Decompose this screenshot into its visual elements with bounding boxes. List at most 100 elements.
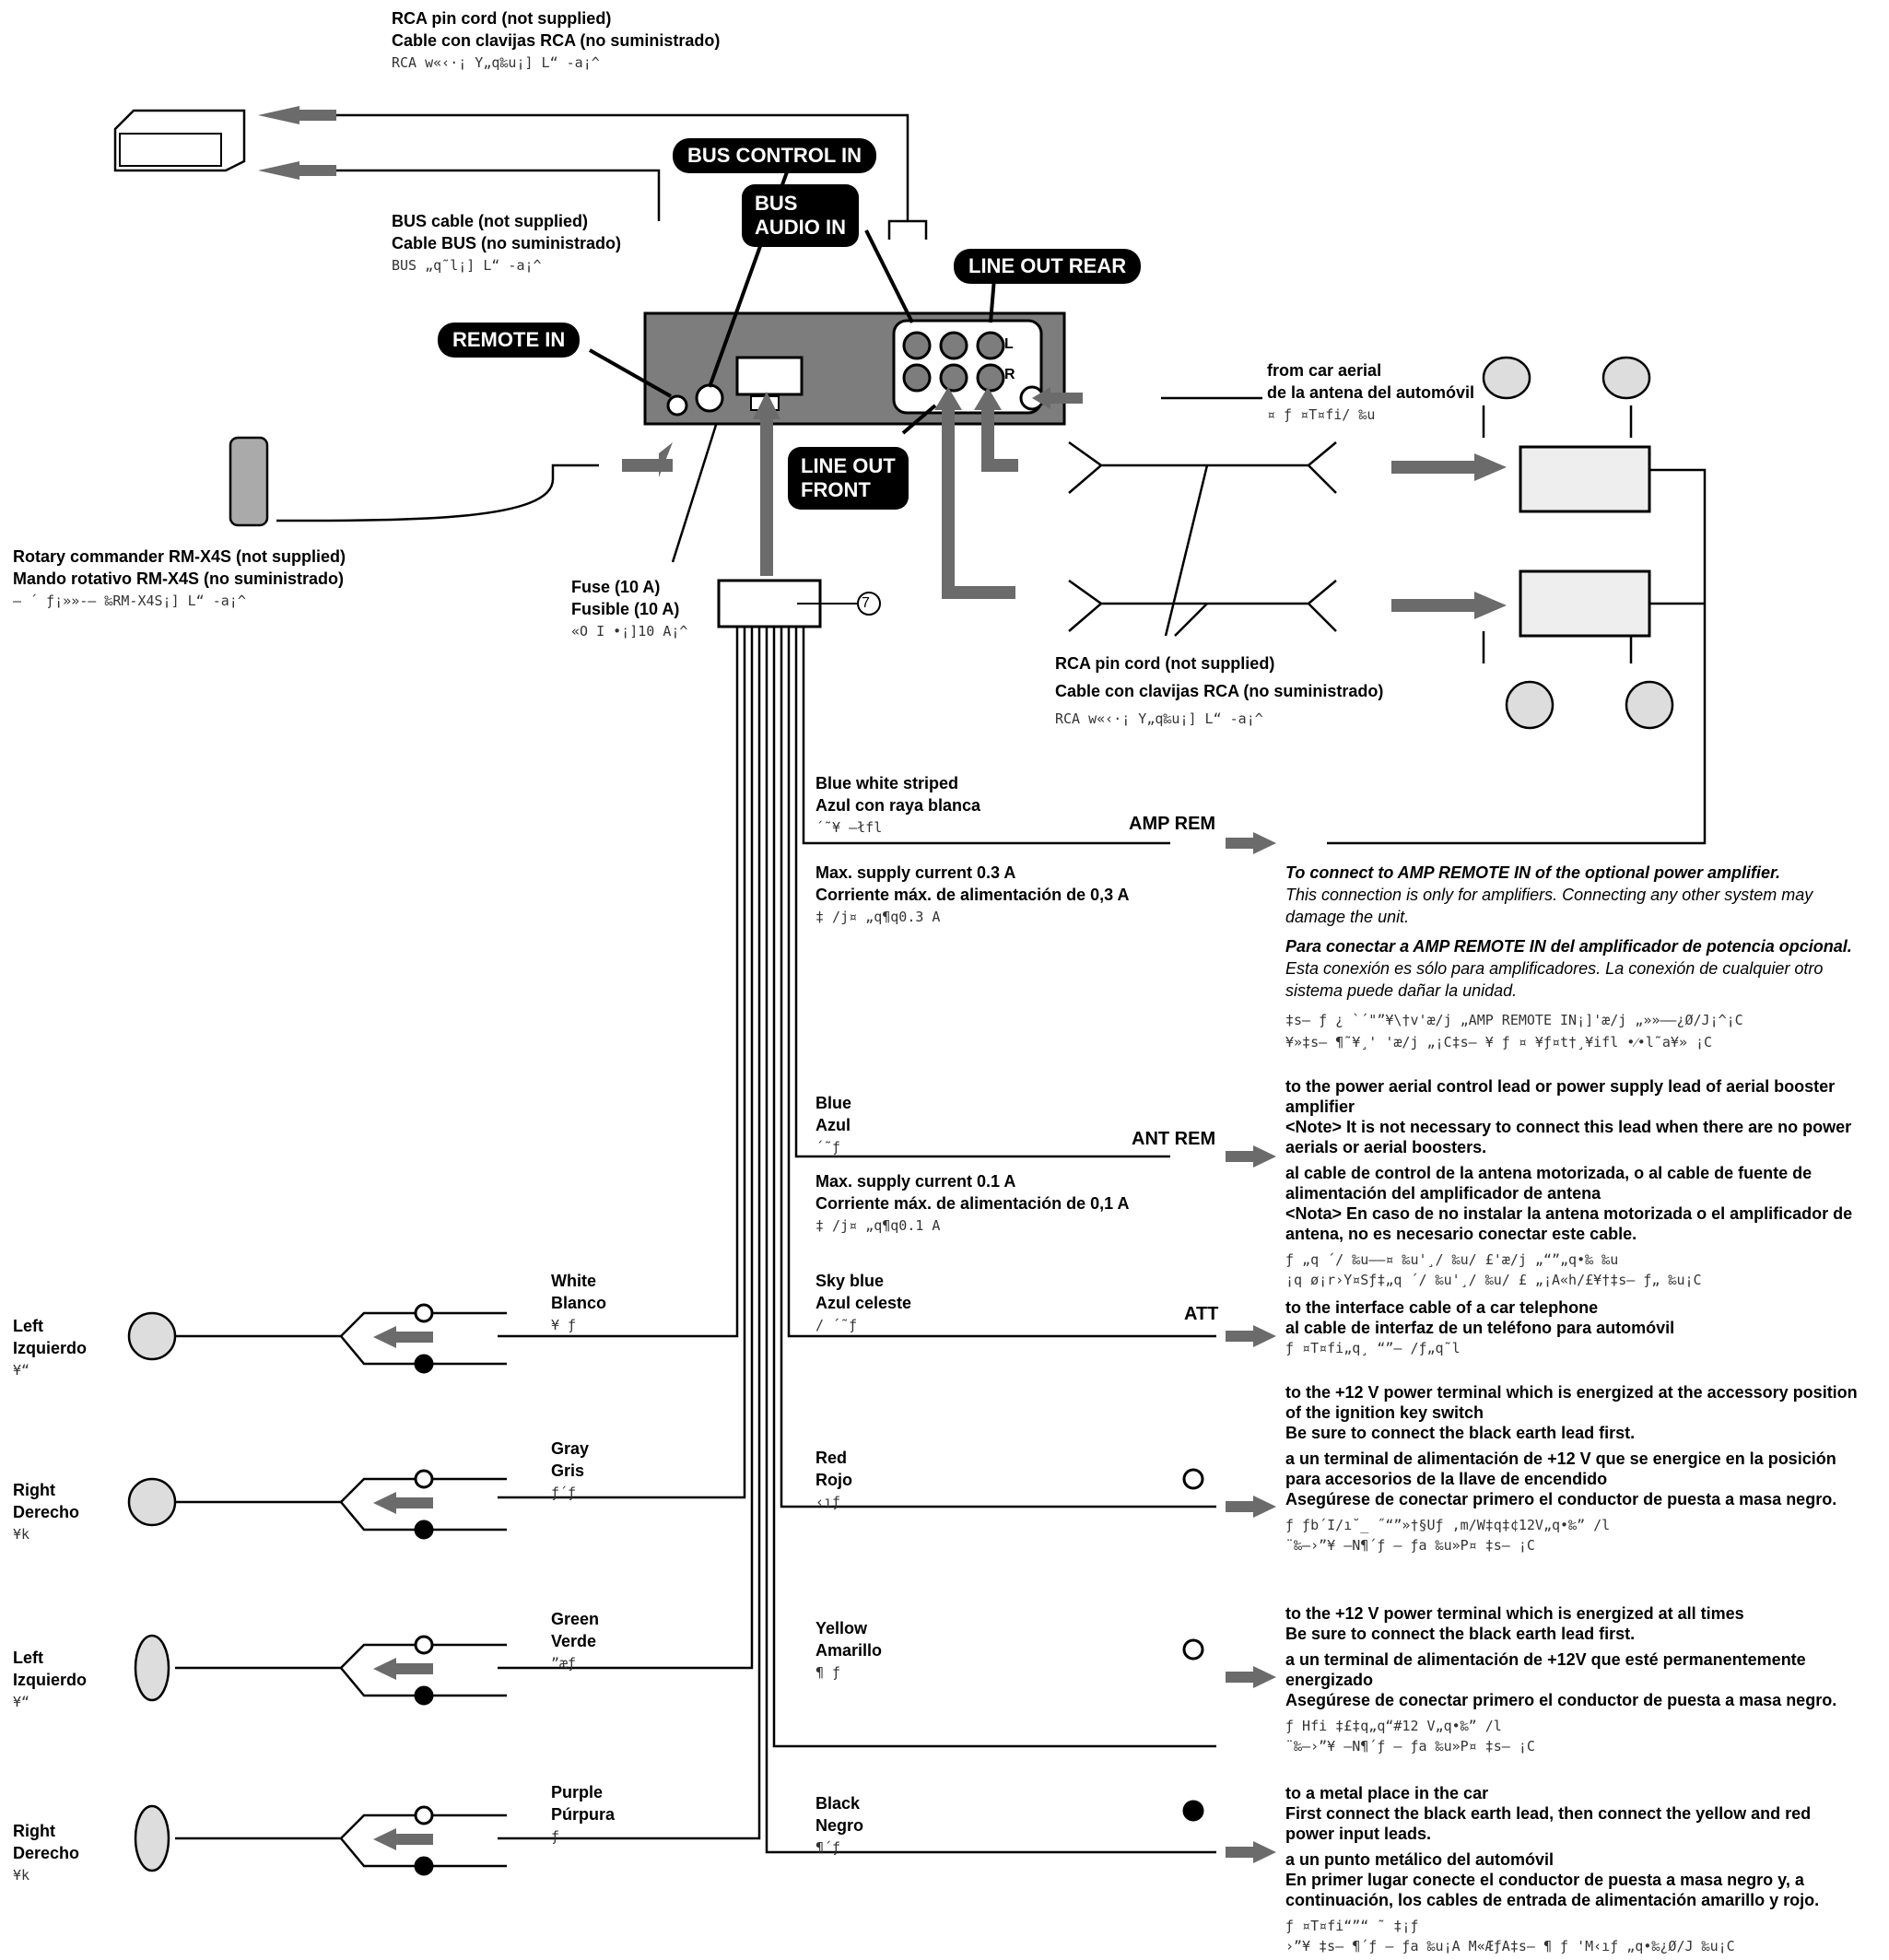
- desc-amp-7: ¥»‡s– ¶˜¥¸' 'æ/j „¡C‡s– ¥ ƒ ¤ ¥ƒ¤t†¸¥ifl…: [1285, 1034, 1713, 1050]
- desc-ant-4: al cable de control de la antena motoriz…: [1285, 1164, 1813, 1182]
- aerial-caption: from car aerial de la antena del automóv…: [1267, 359, 1474, 426]
- speaker-2-label: Right Derecho ¥k: [13, 1479, 79, 1545]
- fuse-en: Fuse (10 A): [571, 578, 661, 596]
- speaker-4-wire-es: Púrpura: [551, 1805, 616, 1824]
- wire-blue-es: Azul: [815, 1116, 851, 1134]
- desc-black-4: En primer lugar conecte el conductor de …: [1285, 1871, 1804, 1889]
- wire-sky-blue-zh: / ´˜ƒ: [815, 1317, 858, 1333]
- desc-ant-1: amplifier: [1285, 1097, 1355, 1116]
- desc-ant-7: antena, no es necesario conectar este ca…: [1285, 1225, 1637, 1243]
- desc-yellow-5: ƒ Hfi ‡£‡q„q“#12 V„q•‰” /l: [1285, 1718, 1502, 1734]
- att-tag: ATT: [1184, 1304, 1219, 1324]
- bus-cable-es: Cable BUS (no suministrado): [392, 234, 622, 252]
- speaker-2-wire-en: Gray: [551, 1439, 590, 1458]
- bus-audio-in-label: BUS AUDIO IN: [742, 184, 859, 247]
- desc-black-6: ƒ ¤T¤fi“”“ ˜ ‡¡ƒ: [1285, 1918, 1419, 1934]
- max-current-2-en: Max. supply current 0.1 A: [815, 1172, 1016, 1191]
- bus-control-in-label: BUS CONTROL IN: [673, 138, 877, 173]
- desc-amp-0: To connect to AMP REMOTE IN of the optio…: [1285, 863, 1781, 882]
- wire-blue-white-es: Azul con raya blanca: [815, 796, 981, 815]
- amp-rem-line: [1327, 468, 1707, 845]
- fuse-caption: Fuse (10 A) Fusible (10 A) «O I •¡]10 A¡…: [571, 576, 687, 642]
- speaker-4-label: Right Derecho ¥k: [13, 1820, 79, 1886]
- desc-ant-0: to the power aerial control lead or powe…: [1285, 1077, 1836, 1096]
- desc-black-5: continuación, los cables de entrada de a…: [1285, 1891, 1820, 1909]
- desc-ant: to the power aerial control lead or powe…: [1285, 1076, 1852, 1290]
- desc-yellow-1: Be sure to connect the black earth lead …: [1285, 1625, 1636, 1643]
- desc-red-0: to the +12 V power terminal which is ene…: [1285, 1383, 1858, 1402]
- desc-black-3: a un punto metálico del automóvil: [1285, 1850, 1555, 1869]
- speaker-1-wire: White Blanco ¥ ƒ: [551, 1270, 606, 1336]
- speaker-2-es: Derecho: [13, 1503, 80, 1521]
- wire-yellow-en: Yellow: [815, 1619, 868, 1637]
- desc-yellow-4: Asegúrese de conectar primero el conduct…: [1285, 1691, 1837, 1709]
- bus-audio-in-line1: BUS: [755, 192, 798, 215]
- wire-blue-white: Blue white striped Azul con raya blanca …: [815, 772, 980, 839]
- speaker-3-zh: ¥“: [13, 1694, 30, 1710]
- line-out-front-label: LINE OUT FRONT: [788, 447, 909, 510]
- desc-amp-5: sistema puede dañar la unidad.: [1285, 981, 1518, 1000]
- rca-cord-zh: RCA w«‹·¡ Y„q‰u¡] L“ -a¡^: [392, 54, 600, 71]
- speaker-3-wire-en: Green: [551, 1610, 600, 1628]
- bus-audio-in-line2: AUDIO IN: [755, 216, 846, 239]
- wire-blue-white-zh: ´˜¥ –łfl: [815, 819, 883, 836]
- fuse-es: Fusible (10 A): [571, 600, 680, 618]
- line-out-front-line2: FRONT: [801, 478, 871, 501]
- wire-black-en: Black: [815, 1794, 861, 1813]
- desc-red-2: Be sure to connect the black earth lead …: [1285, 1424, 1636, 1442]
- rca-cord-en: RCA pin cord (not supplied): [392, 9, 612, 28]
- rotary-zh: – ´ ƒ¡»»-– ‰RM-X4S¡] L“ -a¡^: [13, 593, 246, 609]
- rca-cord2-en: RCA pin cord (not supplied): [1055, 654, 1275, 673]
- line-out-front-line1: LINE OUT: [801, 454, 896, 477]
- rotary-commander: [229, 436, 269, 527]
- rca-cord-es: Cable con clavijas RCA (no suministrado): [392, 31, 721, 50]
- desc-red-4: para accesorios de la llave de encendido: [1285, 1470, 1608, 1488]
- desc-att-1: al cable de interfaz de un teléfono para…: [1285, 1319, 1675, 1337]
- wire-black-es: Negro: [815, 1816, 864, 1835]
- rotary-en: Rotary commander RM-X4S (not supplied): [13, 547, 346, 566]
- speaker-3-en: Left: [13, 1649, 43, 1667]
- speaker-3-wire-es: Verde: [551, 1632, 597, 1650]
- desc-ant-5: alimentación del amplificador de antena: [1285, 1184, 1602, 1203]
- aerial-en: from car aerial: [1267, 361, 1382, 380]
- desc-amp-1: This connection is only for amplifiers. …: [1285, 886, 1813, 904]
- jack-l-label: L: [1004, 336, 1014, 352]
- desc-red-3: a un terminal de alimentación de +12 V q…: [1285, 1449, 1836, 1468]
- amp-1: [1519, 445, 1651, 513]
- desc-amp-2: damage the unit.: [1285, 908, 1410, 926]
- desc-red-1: of the ignition key switch: [1285, 1403, 1484, 1422]
- wire-sky-blue-en: Sky blue: [815, 1272, 885, 1290]
- rca-cord2-es: Cable con clavijas RCA (no suministrado): [1055, 682, 1384, 700]
- speaker-4-zh: ¥k: [13, 1867, 30, 1884]
- desc-att: to the interface cable of a car telephon…: [1285, 1297, 1674, 1358]
- line-out-rear-label: LINE OUT REAR: [954, 249, 1142, 284]
- speaker-1-wire-en: White: [551, 1272, 596, 1290]
- wire-black-zh: ¶´ƒ: [815, 1839, 841, 1856]
- desc-amp-6: ‡s– ƒ ¿ `´"”¥\†v'æ/j „AMP REMOTE IN¡]'æ/…: [1285, 1012, 1743, 1028]
- rca-cord-caption: RCA pin cord (not supplied) Cable con cl…: [392, 7, 720, 74]
- speaker-1-wire-zh: ¥ ƒ: [551, 1317, 577, 1333]
- desc-att-2: ƒ ¤T¤fi„q¸ “”– /ƒ„q˜l: [1285, 1340, 1461, 1356]
- speaker-1-es: Izquierdo: [13, 1339, 87, 1357]
- max-current-2-es: Corriente máx. de alimentación de 0,1 A: [815, 1194, 1130, 1213]
- desc-ant-8: ƒ „q ´/ ‰u––¤ ‰u'¸/ ‰u/ £'æ/j „“”„q•‰ ‰u: [1285, 1251, 1619, 1268]
- aerial-zh: ¤ ƒ ¤T¤fi/ ‰u: [1267, 406, 1376, 423]
- speaker-3-wire: Green Verde ”æƒ: [551, 1608, 599, 1674]
- amp-rem-tag: AMP REM: [1129, 814, 1216, 834]
- wire-red-es: Rojo: [815, 1471, 852, 1489]
- desc-red-6: ƒ ƒb´I/ı˘_ ˝“”»†§Uƒ ,m/W‡q‡¢12V„q•‰” /l: [1285, 1517, 1611, 1533]
- wire-black: Black Negro ¶´ƒ: [815, 1792, 863, 1859]
- speaker-4-wire-zh: ƒ: [551, 1828, 560, 1845]
- wire-blue: Blue Azul ´˜ƒ: [815, 1092, 851, 1158]
- wire-blue-en: Blue: [815, 1094, 852, 1112]
- desc-red: to the +12 V power terminal which is ene…: [1285, 1382, 1858, 1555]
- speaker-2-wire: Gray Gris ƒ´ƒ: [551, 1438, 589, 1504]
- fuse-zh: «O I •¡]10 A¡^: [571, 623, 688, 640]
- rca-cord-line: [309, 113, 909, 221]
- speaker-3-es: Izquierdo: [13, 1671, 87, 1689]
- bus-cable-caption: BUS cable (not supplied) Cable BUS (no s…: [392, 210, 621, 276]
- rotary-caption: Rotary commander RM-X4S (not supplied) M…: [13, 546, 346, 612]
- speaker-2-zh: ¥k: [13, 1526, 30, 1543]
- speaker-3-wire-zh: ”æƒ: [551, 1655, 577, 1672]
